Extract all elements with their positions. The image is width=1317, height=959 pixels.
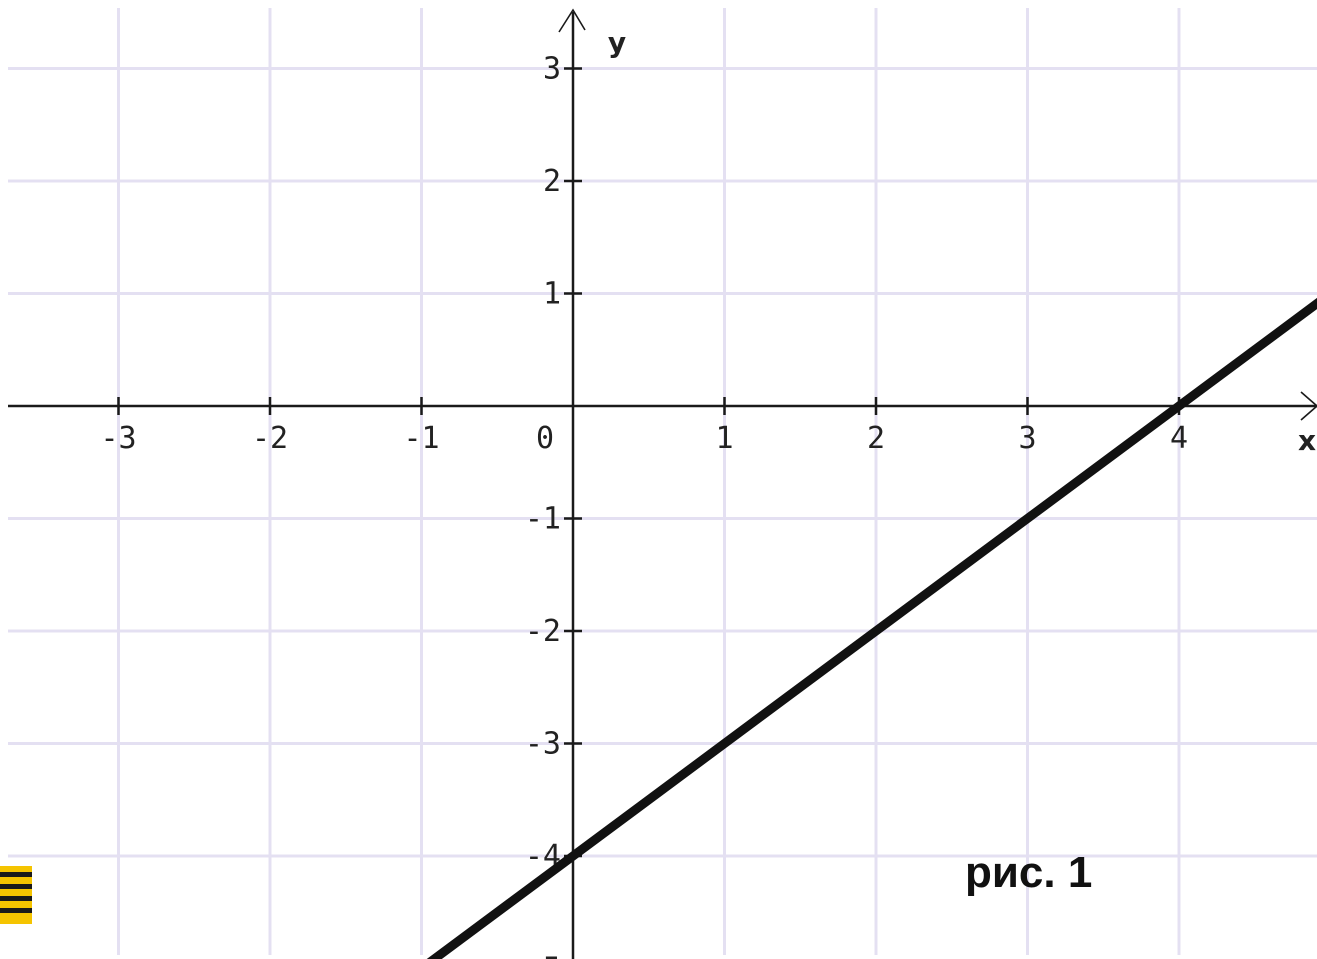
- y-tick-label: -2: [525, 614, 561, 649]
- y-tick-label: 3: [543, 52, 561, 87]
- logo-stripe: [0, 872, 32, 877]
- logo-stripe: [0, 908, 32, 913]
- x-tick-label: -3: [100, 421, 136, 456]
- y-tick-label: 2: [543, 164, 561, 199]
- logo-stripe: [0, 896, 32, 901]
- y-tick-label: -1: [525, 502, 561, 537]
- x-tick-label: 3: [1018, 421, 1036, 456]
- x-tick-label: -2: [252, 421, 288, 456]
- logo-fragment: [0, 866, 32, 924]
- x-tick-label: 1: [715, 421, 733, 456]
- logo-stripe: [0, 884, 32, 889]
- x-tick-label: 2: [867, 421, 885, 456]
- series: [426, 297, 1317, 959]
- figure-caption: рис. 1: [965, 848, 1092, 897]
- series-line: [426, 297, 1317, 959]
- grid: [8, 8, 1317, 955]
- y-axis-arrow: [558, 8, 586, 33]
- x-tick-label: 4: [1170, 421, 1188, 456]
- x-axis-label: x: [1298, 424, 1316, 457]
- x-tick-label: -1: [403, 421, 439, 456]
- y-axis-label: y: [608, 26, 626, 59]
- y-tick-label: -5: [525, 952, 561, 959]
- x-axis-arrow: [1300, 391, 1317, 421]
- origin-label: 0: [536, 421, 554, 456]
- y-tick-label: 1: [543, 277, 561, 312]
- ticks: [117, 67, 1181, 858]
- y-tick-label: -3: [525, 727, 561, 762]
- axes: [8, 8, 1317, 959]
